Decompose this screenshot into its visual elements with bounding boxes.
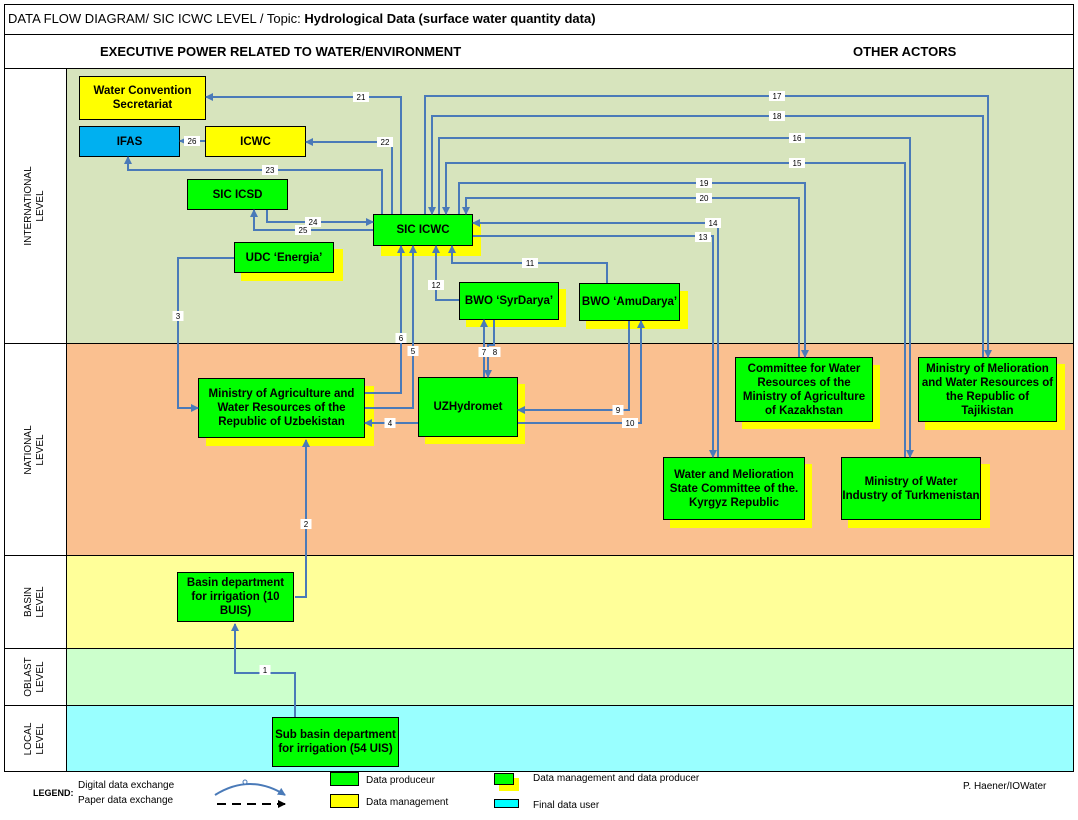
legend-digital-label: Digital data exchange — [78, 780, 175, 791]
node-sic-icsd[interactable]: SIC ICSD — [187, 179, 288, 210]
level-oblast: OBLAST LEVEL — [4, 648, 67, 705]
legend-digital-dot — [242, 779, 248, 785]
legend-mgmt-producer-label: Data management and data producer — [533, 773, 700, 784]
legend-management-label: Data management — [366, 797, 449, 808]
diagram-frame — [4, 4, 1074, 772]
level-international: INTERNATIONAL LEVEL — [4, 68, 67, 343]
node-ministry-agriculture-uzbekistan[interactable]: Ministry of Agriculture and Water Resour… — [198, 378, 365, 438]
legend-title: LEGEND: — [33, 788, 74, 798]
legend-mgmt-producer-swatch — [494, 773, 514, 785]
legend-digital-arrow — [214, 783, 286, 796]
legend-paper-label: Paper data exchange — [78, 795, 174, 806]
level-basin: BASIN LEVEL — [4, 555, 67, 648]
node-bwo-amudarya[interactable]: BWO ‘AmuDarya’ — [579, 283, 680, 321]
legend-producer-swatch — [330, 772, 359, 786]
legend-final-label: Final data user — [533, 800, 600, 811]
column-other-actors: OTHER ACTORS — [853, 44, 957, 59]
node-uzhydromet[interactable]: UZHydromet — [418, 377, 518, 437]
node-basin-department[interactable]: Basin department for irrigation (10 BUIS… — [177, 572, 294, 622]
node-ministry-water-turkmenistan[interactable]: Ministry of Water Industry of Turkmenist… — [841, 457, 981, 520]
node-committee-water-kazakhstan[interactable]: Committee for Water Resources of the Min… — [735, 357, 873, 422]
author-credit: P. Haener/IOWater — [963, 781, 1047, 792]
node-icwc[interactable]: ICWC — [205, 126, 306, 157]
node-sub-basin-department[interactable]: Sub basin department for irrigation (54 … — [272, 717, 399, 767]
legend-management-swatch — [330, 794, 359, 808]
column-executive: EXECUTIVE POWER RELATED TO WATER/ENVIRON… — [100, 44, 462, 59]
node-bwo-syrdarya[interactable]: BWO ‘SyrDarya’ — [459, 282, 559, 320]
node-water-convention-secretariat[interactable]: Water Convention Secretariat — [79, 76, 206, 120]
node-ministry-melioration-tajikistan[interactable]: Ministry of Melioration and Water Resour… — [918, 357, 1057, 422]
title-prefix: DATA FLOW DIAGRAM/ SIC ICWC LEVEL / Topi… — [8, 11, 305, 26]
node-ifas[interactable]: IFAS — [79, 126, 180, 157]
legend-final-swatch — [494, 799, 519, 808]
node-udc-energia[interactable]: UDC ‘Energia’ — [234, 242, 334, 273]
node-sic-icwc[interactable]: SIC ICWC — [373, 214, 473, 246]
level-local: LOCAL LEVEL — [4, 705, 67, 772]
legend-producer-label: Data produceur — [366, 775, 435, 786]
node-water-committee-kyrgyz[interactable]: Water and Melioration State Committee of… — [663, 457, 805, 520]
level-national: NATIONAL LEVEL — [4, 343, 67, 555]
diagram-title: DATA FLOW DIAGRAM/ SIC ICWC LEVEL / Topi… — [4, 4, 1074, 35]
title-topic: Hydrological Data (surface water quantit… — [304, 11, 596, 26]
